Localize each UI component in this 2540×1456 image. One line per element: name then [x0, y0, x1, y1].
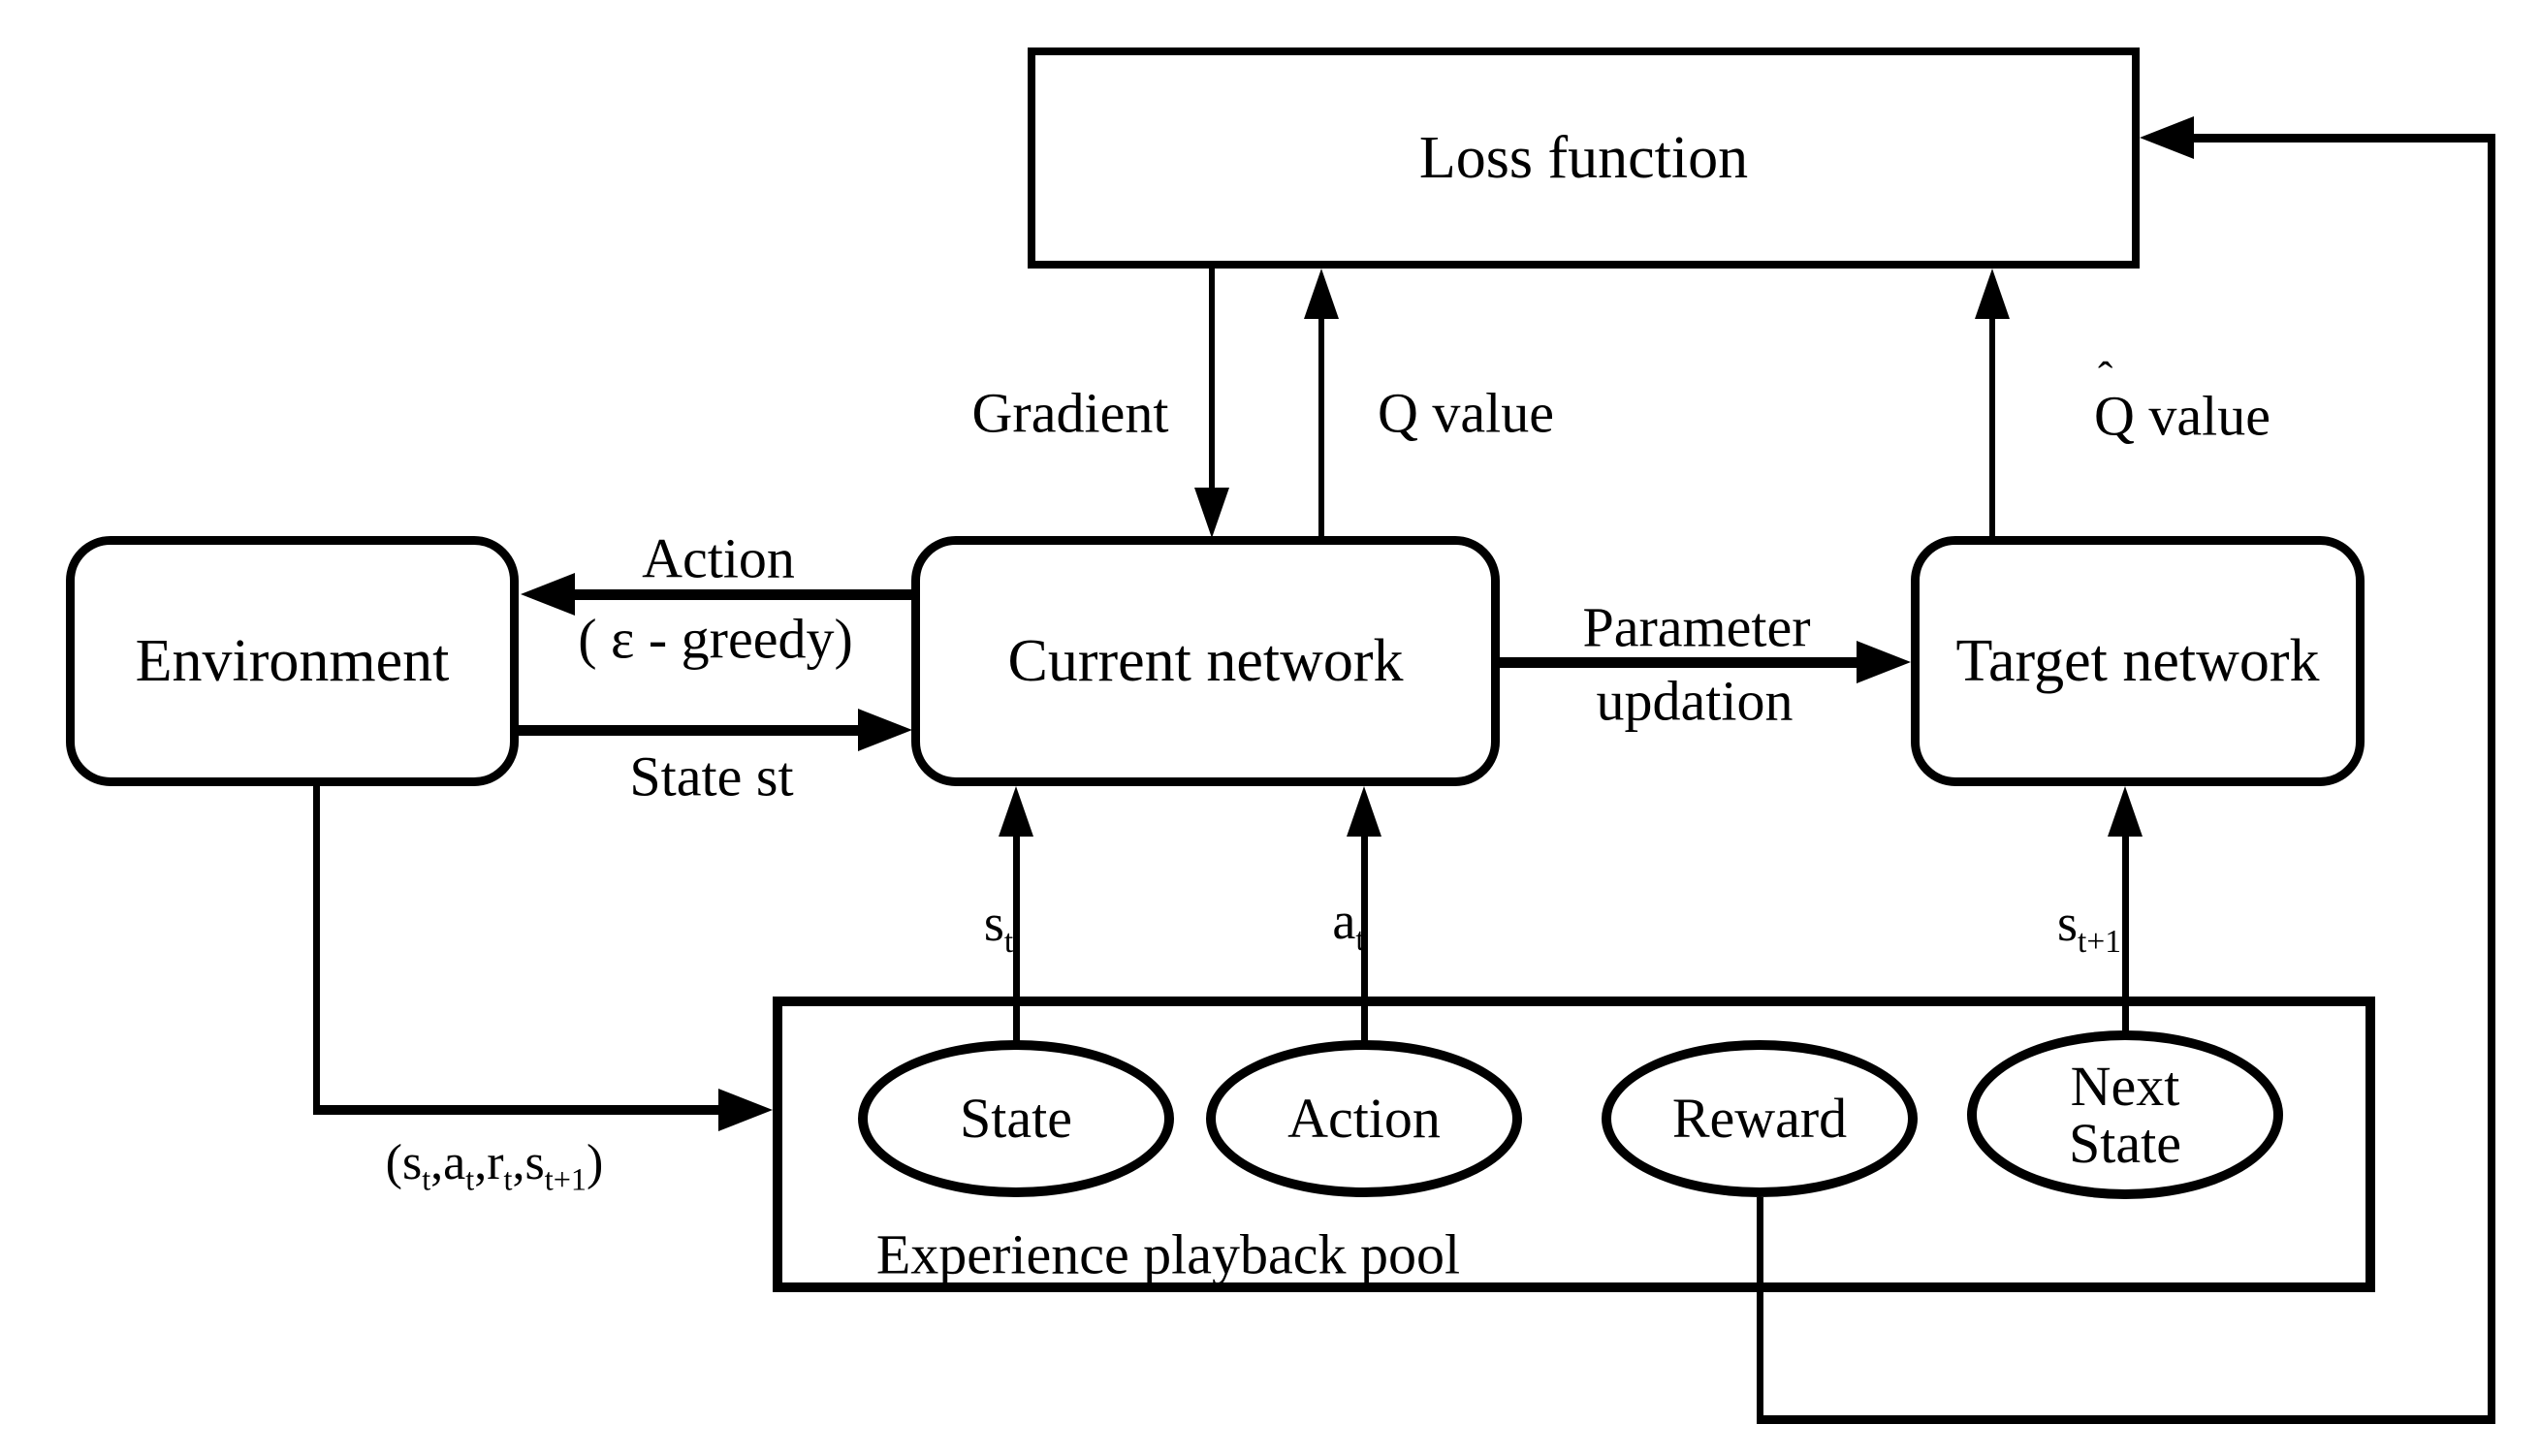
state-st-arrowhead-icon [858, 709, 912, 751]
target-network-label: Target network [1955, 627, 2320, 694]
next-state-label-line1: Next [2070, 1054, 2180, 1118]
epsilon-greedy-label: ( ε - greedy) [578, 607, 853, 671]
current-network-box: Current network [911, 536, 1500, 786]
q-value-arrowhead-icon [1304, 269, 1339, 319]
state-st-edge-label: State st [629, 744, 794, 808]
reward-ellipse: Reward [1602, 1040, 1918, 1197]
experience-pool-label: Experience playback pool [875, 1222, 1461, 1286]
gradient-arrowhead-icon [1194, 488, 1229, 538]
next-state-label-line2: State [2069, 1112, 2181, 1175]
q-hat-value-arrowhead-icon [1975, 269, 2010, 319]
environment-box: Environment [66, 536, 519, 786]
loss-function-label: Loss function [1418, 124, 1749, 191]
parameter-edge-label-line1: Parameter [1582, 595, 1811, 659]
st-arrowhead-icon [999, 786, 1033, 837]
at-arrowhead-icon [1347, 786, 1381, 837]
reward-label: Reward [1671, 1087, 1848, 1151]
hat-accent-icon: ˆ [2098, 352, 2113, 402]
parameter-arrowhead-icon [1857, 641, 1911, 683]
current-network-label: Current network [1007, 627, 1404, 694]
env-to-pool-arrowhead-icon [718, 1089, 773, 1131]
reward-feedback-vertical [1757, 1197, 1763, 1424]
feedback-arrowhead-icon [2140, 116, 2194, 159]
st1-arrow-shaft [2122, 833, 2129, 1032]
q-value-arrow-shaft [1318, 315, 1324, 536]
environment-label: Environment [135, 627, 450, 694]
st-edge-label: st [983, 893, 1014, 960]
q-value-edge-label: Q value [1378, 381, 1554, 445]
q-hat-value-arrow-shaft [1989, 315, 1995, 536]
st1-edge-label: st+1 [2057, 893, 2121, 960]
gradient-edge-label: Gradient [971, 381, 1169, 445]
parameter-edge-label-line2: updation [1596, 669, 1794, 733]
gradient-arrow-shaft [1209, 269, 1215, 490]
action-edge-label: Action [642, 526, 795, 590]
env-to-pool-vertical [313, 786, 320, 1110]
action-label: Action [1287, 1087, 1441, 1151]
feedback-bottom-horizontal [1757, 1415, 2495, 1424]
at-arrow-shaft [1361, 833, 1368, 1041]
state-st-arrow-shaft [519, 725, 860, 736]
state-label: State [960, 1087, 1072, 1151]
target-network-box: Target network [1911, 536, 2365, 786]
feedback-right-vertical [2488, 134, 2495, 1424]
at-edge-label: at [1332, 891, 1365, 958]
next-state-ellipse: Next State [1967, 1030, 2283, 1199]
st1-arrowhead-icon [2108, 786, 2143, 837]
feedback-top-horizontal [2191, 134, 2495, 142]
action-ellipse: Action [1206, 1040, 1522, 1197]
transition-tuple-label: (st,at,rt,st+1) [385, 1134, 604, 1197]
st-arrow-shaft [1013, 833, 1020, 1041]
action-arrowhead-icon [521, 573, 575, 616]
state-ellipse: State [858, 1040, 1174, 1197]
loss-function-box: Loss function [1028, 47, 2140, 269]
env-to-pool-horizontal [313, 1105, 719, 1115]
parameter-arrow-shaft [1500, 657, 1858, 668]
action-arrow-shaft [574, 589, 911, 600]
